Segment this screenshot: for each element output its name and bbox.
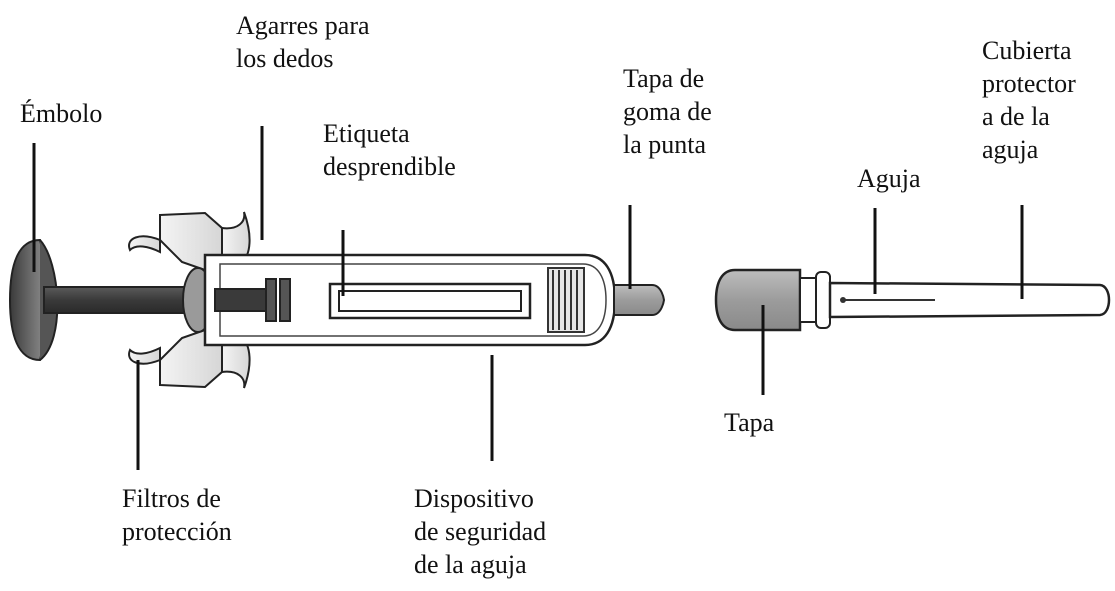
label-filtros-de-proteccion: Filtros de protección bbox=[122, 484, 232, 546]
label-agarres-para-los-dedos: Agarres para los dedos bbox=[236, 11, 370, 73]
plunger-head bbox=[8, 238, 59, 362]
peel-off-label bbox=[328, 282, 532, 320]
label-cubierta-protectora: Cubierta protector a de la aguja bbox=[982, 36, 1076, 164]
label-tapa: Tapa bbox=[724, 408, 775, 437]
plunger-stopper bbox=[214, 278, 291, 322]
label-embolo: Émbolo bbox=[20, 99, 103, 128]
label-aguja: Aguja bbox=[857, 164, 921, 193]
leader-lines bbox=[32, 126, 1024, 470]
needle-cap-assembly bbox=[714, 268, 1111, 332]
tip-ridges bbox=[547, 267, 585, 333]
plunger-rod bbox=[43, 286, 205, 314]
rubber-tip-cap bbox=[613, 284, 666, 316]
label-dispositivo-de-seguridad: Dispositivo de seguridad de la aguja bbox=[414, 484, 547, 579]
label-tapa-de-goma-de-la-punta: Tapa de goma de la punta bbox=[623, 64, 712, 159]
label-etiqueta-desprendible: Etiqueta desprendible bbox=[323, 119, 456, 181]
